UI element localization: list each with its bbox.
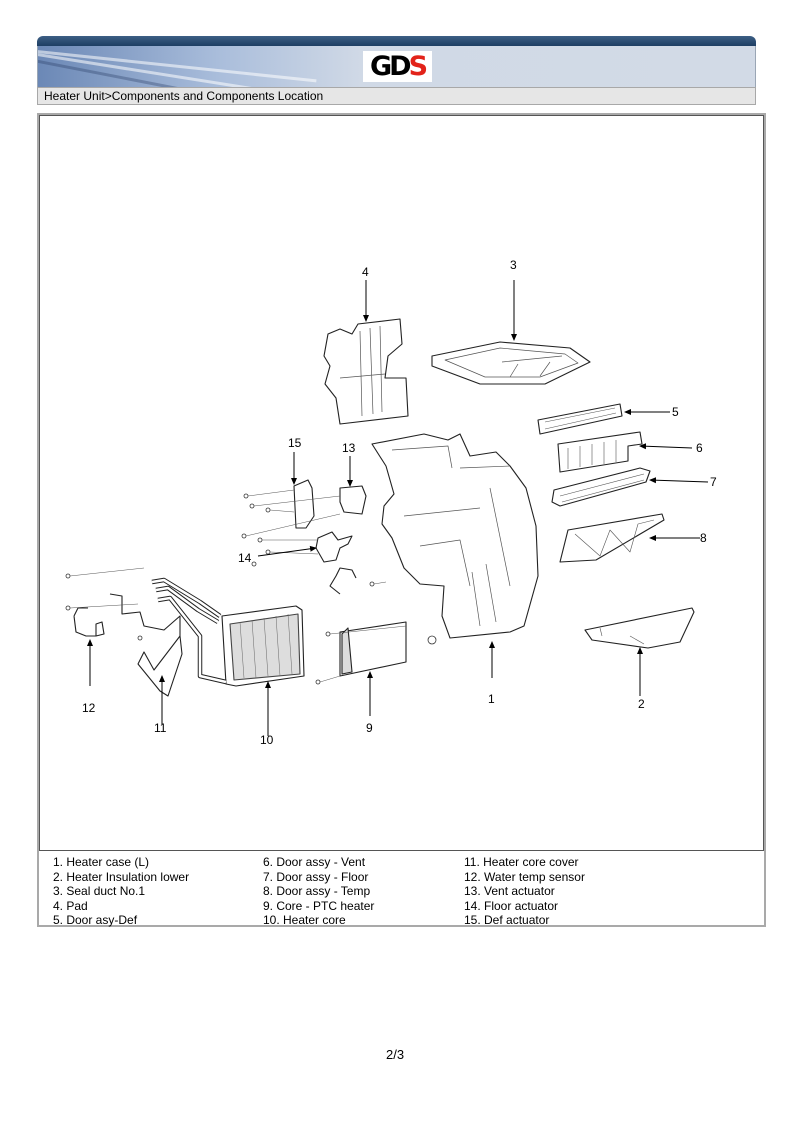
heater-insulation-part — [584, 607, 695, 649]
callout-7: 7 — [710, 475, 717, 489]
callout-1: 1 — [488, 692, 495, 706]
header-top-bar — [37, 36, 756, 46]
def-actuator-part — [293, 479, 315, 529]
legend-item: 14. Floor actuator — [464, 898, 559, 913]
legend-item: 11. Heater core cover — [464, 855, 579, 869]
callout-3: 3 — [510, 258, 517, 272]
legend-item: 7. Door assy - Floor — [263, 869, 369, 884]
legend-item: 12. Water temp sensor — [464, 869, 585, 884]
callout-12: 12 — [82, 701, 96, 715]
legend-item: 2. Heater Insulation lower — [53, 869, 190, 884]
legend-item: 10. Heater core — [263, 913, 346, 928]
callout-14: 14 — [238, 551, 252, 565]
screws — [65, 493, 437, 685]
legend-item: 8. Door assy - Temp — [263, 884, 371, 899]
heater-core-cover-part — [137, 635, 183, 697]
door-temp-part — [559, 513, 665, 563]
callout-5: 5 — [672, 405, 679, 419]
door-floor-part — [551, 467, 651, 507]
legend-item: 4. Pad — [53, 898, 88, 913]
heater-case-part — [371, 433, 539, 639]
heater-unit-illustration: 4 3 5 6 7 8 15 13 14 12 11 10 9 1 2 — [65, 258, 717, 747]
callout-labels: 4 3 5 6 7 8 15 13 14 12 11 10 9 1 2 — [82, 258, 717, 747]
logo-text: GD — [369, 51, 412, 82]
callout-15: 15 — [288, 436, 302, 450]
legend-item: 5. Door asy-Def — [53, 913, 138, 928]
legend-item: 1. Heater case (L) — [53, 855, 150, 869]
legend-item: 6. Door assy - Vent — [263, 855, 366, 869]
legend-item: 15. Def actuator — [464, 913, 550, 928]
ptc-heater-part — [339, 621, 407, 677]
vent-actuator-part — [339, 485, 367, 515]
legend-column-1: 1. Heater case (L) 2. Heater Insulation … — [53, 855, 189, 928]
pad-part — [323, 318, 409, 425]
page-number: 2/3 — [386, 1047, 405, 1062]
door-vent-part — [557, 431, 643, 473]
callout-6: 6 — [696, 441, 703, 455]
callout-11: 11 — [154, 721, 167, 735]
content-frame: 4 3 5 6 7 8 15 13 14 12 11 10 9 1 2 1. H… — [37, 113, 766, 927]
water-temp-sensor-part — [73, 607, 105, 637]
exploded-diagram: 4 3 5 6 7 8 15 13 14 12 11 10 9 1 2 — [39, 115, 764, 851]
door-def-part — [537, 403, 623, 435]
callout-8: 8 — [700, 531, 707, 545]
legend-item: 3. Seal duct No.1 — [53, 884, 146, 899]
legend-column-2: 6. Door assy - Vent 7. Door assy - Floor… — [263, 855, 374, 928]
callout-2: 2 — [638, 697, 645, 711]
legend-item: 13. Vent actuator — [464, 884, 555, 899]
floor-actuator-part — [315, 531, 353, 563]
logo-text-accent: S — [408, 51, 429, 82]
legend-column-3: 11. Heater core cover 12. Water temp sen… — [464, 855, 585, 928]
callout-13: 13 — [342, 441, 356, 455]
callout-9: 9 — [366, 721, 373, 735]
seal-duct-part — [431, 341, 591, 385]
callout-10: 10 — [260, 733, 274, 747]
breadcrumb: Heater Unit>Components and Components Lo… — [37, 87, 756, 105]
legend-item: 9. Core - PTC heater — [263, 898, 375, 913]
callout-4: 4 — [362, 265, 369, 279]
